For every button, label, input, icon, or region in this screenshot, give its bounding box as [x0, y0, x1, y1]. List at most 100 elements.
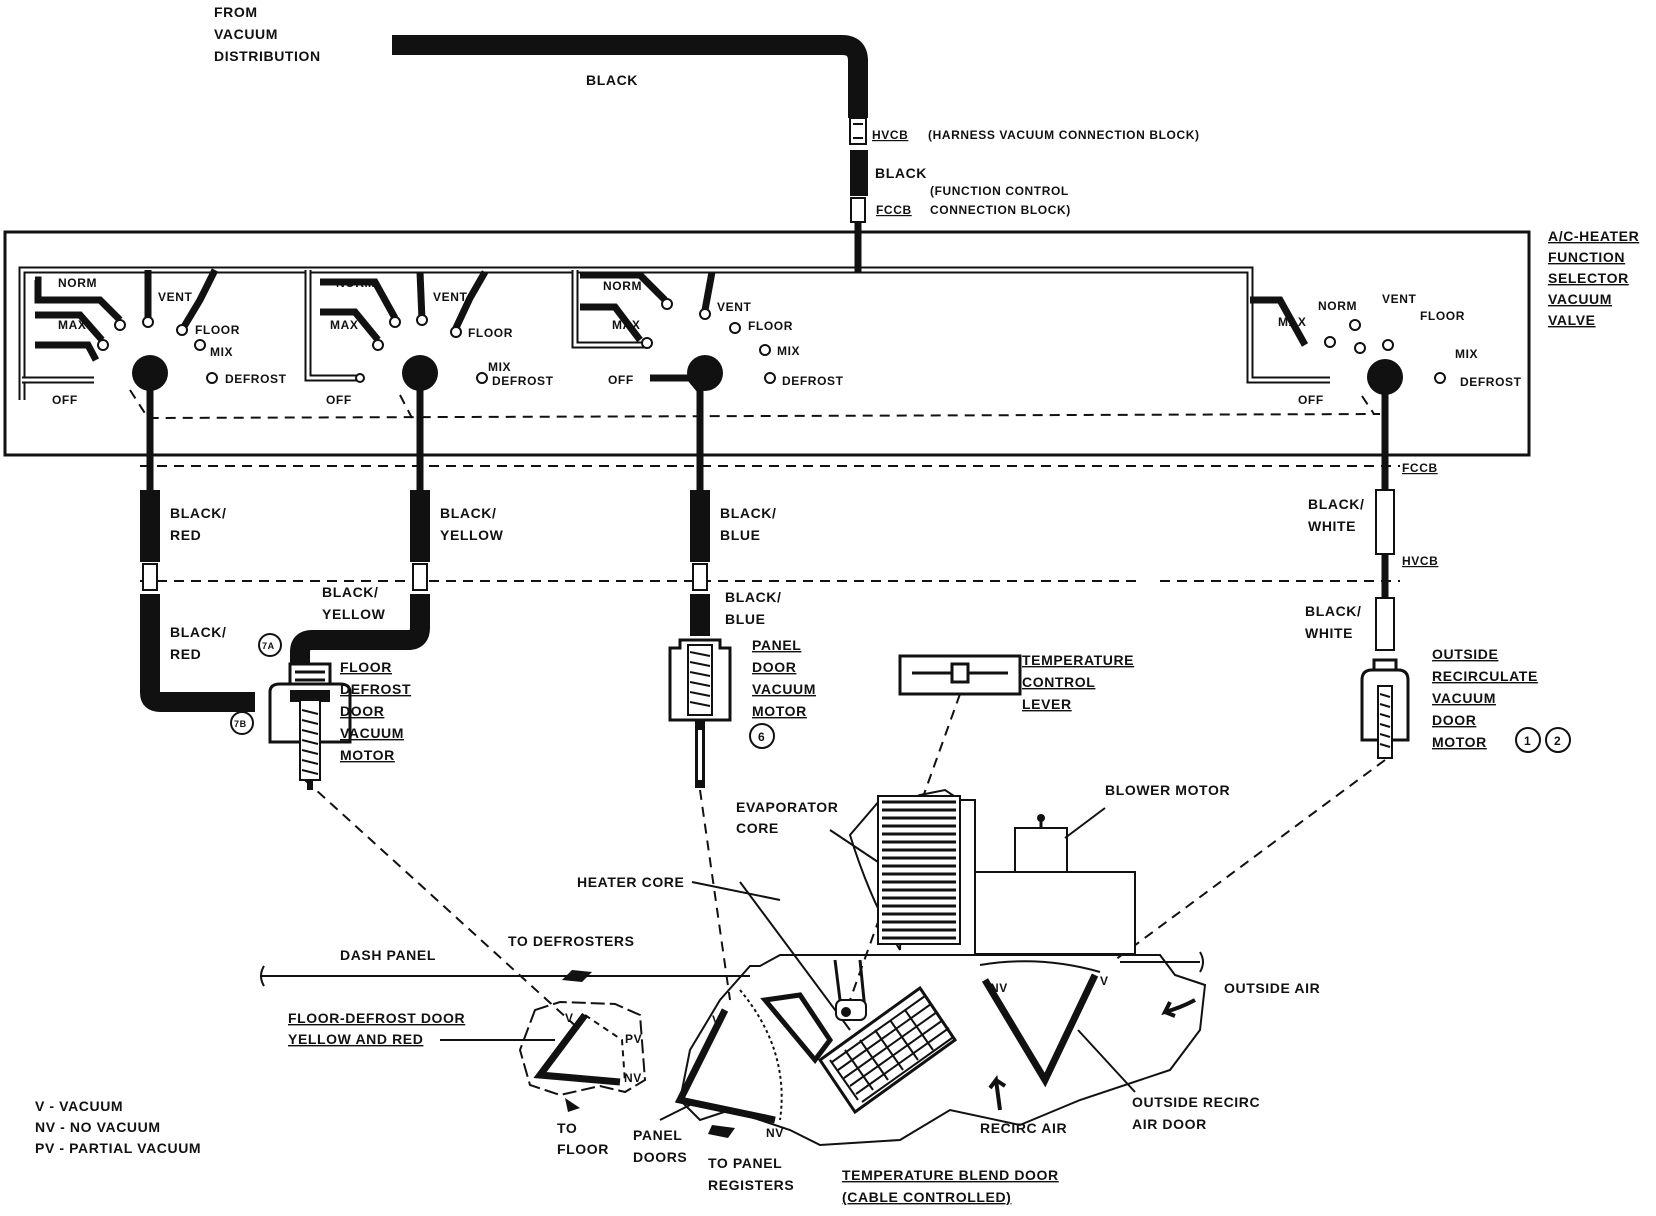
outside-air-arrow — [1161, 998, 1196, 1018]
main-hose-label: BLACK — [586, 72, 638, 88]
svg-text:CONTROL: CONTROL — [1022, 674, 1095, 690]
svg-text:BLACK/: BLACK/ — [170, 505, 226, 521]
svg-text:NV: NV — [990, 981, 1008, 995]
svg-text:BLACK/: BLACK/ — [1305, 603, 1361, 619]
hvcb-label: HVCB — [872, 128, 908, 142]
outside-door-linkage — [1114, 759, 1386, 961]
hvcb-description: (HARNESS VACUUM CONNECTION BLOCK) — [928, 128, 1200, 142]
black-yellow-hose — [290, 455, 430, 665]
fccb-connector — [850, 197, 866, 223]
svg-text:VACUUM: VACUUM — [752, 681, 816, 697]
port-7a-callout: 7A — [258, 633, 282, 657]
svg-text:VACUUM: VACUUM — [340, 725, 404, 741]
svg-text:TEMPERATURE BLEND DOOR: TEMPERATURE BLEND DOOR — [842, 1167, 1059, 1183]
to-floor-arrow — [565, 1098, 580, 1112]
svg-text:MIX: MIX — [210, 345, 233, 359]
svg-text:FLOOR: FLOOR — [1420, 309, 1465, 323]
floor-door-linkage — [304, 779, 581, 1031]
svg-text:(CABLE CONTROLLED): (CABLE CONTROLLED) — [842, 1189, 1011, 1205]
svg-text:TO: TO — [557, 1120, 577, 1136]
svg-text:YELLOW AND RED: YELLOW AND RED — [288, 1031, 423, 1047]
svg-text:BLUE: BLUE — [725, 611, 766, 627]
black-white-labels: BLACK/ WHITE BLACK/ WHITE FCCB HVCB — [1305, 461, 1438, 641]
heater-core — [817, 985, 958, 1115]
svg-text:MIX: MIX — [1455, 347, 1478, 361]
svg-text:V: V — [1100, 974, 1109, 988]
black-red-hose — [140, 455, 255, 712]
svg-text:VENT: VENT — [433, 290, 467, 304]
fccb-description-1: (FUNCTION CONTROL — [930, 184, 1069, 198]
svg-text:MOTOR: MOTOR — [1432, 734, 1487, 750]
svg-text:OFF: OFF — [326, 393, 352, 407]
dash-panel-label: DASH PANEL — [340, 947, 436, 963]
svg-text:DISTRIBUTION: DISTRIBUTION — [214, 48, 321, 64]
svg-text:DEFROST: DEFROST — [782, 374, 844, 388]
svg-text:7B: 7B — [234, 719, 247, 729]
selector-3: NORM VENT MAX FLOOR MIX DEFROST OFF — [580, 271, 844, 455]
selector-1: NORM VENT MAX FLOOR MIX DEFROST OFF — [34, 268, 286, 455]
temperature-blend-door — [760, 959, 867, 1065]
svg-text:VENT: VENT — [158, 290, 192, 304]
svg-text:FUNCTION: FUNCTION — [1548, 249, 1625, 265]
svg-text:BLACK/: BLACK/ — [170, 624, 226, 640]
svg-text:FLOOR: FLOOR — [748, 319, 793, 333]
to-panel-arrow — [708, 1125, 735, 1138]
svg-text:MIX: MIX — [777, 344, 800, 358]
panel-door-vacuum-motor — [668, 638, 732, 788]
outside-air-label: OUTSIDE AIR — [1224, 980, 1320, 996]
svg-text:PV - PARTIAL VACUUM: PV - PARTIAL VACUUM — [35, 1140, 201, 1156]
svg-text:PANEL: PANEL — [633, 1127, 682, 1143]
heater-core-label: HEATER CORE — [577, 874, 851, 1031]
svg-text:OUTSIDE RECIRC: OUTSIDE RECIRC — [1132, 1094, 1260, 1110]
dash-panel — [260, 951, 1204, 987]
svg-text:BLACK/: BLACK/ — [1308, 496, 1364, 512]
svg-text:OFF: OFF — [52, 393, 78, 407]
svg-text:DOOR: DOOR — [752, 659, 796, 675]
svg-text:MAX: MAX — [612, 318, 640, 332]
evaporator-core-label: EVAPORATOR CORE — [736, 799, 879, 863]
svg-text:NORM: NORM — [336, 276, 375, 290]
svg-text:VALVE: VALVE — [1548, 312, 1596, 328]
svg-text:SELECTOR: SELECTOR — [1548, 270, 1629, 286]
svg-text:FLOOR: FLOOR — [195, 323, 240, 337]
svg-text:VACUUM: VACUUM — [214, 26, 278, 42]
svg-text:2: 2 — [1554, 734, 1561, 748]
defroster-arrow — [562, 970, 592, 982]
svg-text:FROM: FROM — [214, 4, 258, 20]
selector-4: MAX NORM VENT FLOOR MIX DEFROST OFF — [1250, 292, 1521, 455]
svg-text:LEVER: LEVER — [1022, 696, 1072, 712]
legend: V - VACUUM NV - NO VACUUM PV - PARTIAL V… — [35, 1098, 201, 1156]
to-panel-registers-label: TO PANEL REGISTERS — [708, 1155, 794, 1193]
svg-text:HEATER CORE: HEATER CORE — [577, 874, 684, 890]
svg-text:BLUE: BLUE — [720, 527, 761, 543]
outside-recirc-ref-callouts: 1 2 — [1515, 727, 1571, 753]
black-hose-segment — [850, 150, 868, 196]
black-yellow-labels: BLACK/ YELLOW BLACK/ YELLOW — [322, 505, 504, 622]
svg-text:OFF: OFF — [1298, 393, 1324, 407]
svg-text:6: 6 — [758, 730, 765, 744]
outside-recirc-motor-label: OUTSIDE RECIRCULATE VACUUM DOOR MOTOR — [1432, 646, 1537, 750]
svg-text:DEFROST: DEFROST — [340, 681, 411, 697]
floor-defrost-vacuum-motor — [268, 662, 352, 790]
svg-text:DEFROST: DEFROST — [492, 374, 554, 388]
svg-text:YELLOW: YELLOW — [440, 527, 504, 543]
svg-text:FLOOR-DEFROST DOOR: FLOOR-DEFROST DOOR — [288, 1010, 465, 1026]
svg-text:FLOOR: FLOOR — [557, 1141, 609, 1157]
valve-supply-manifold — [18, 262, 1330, 400]
source-label: FROM VACUUM DISTRIBUTION — [214, 4, 321, 64]
black-white-hose — [1375, 455, 1395, 651]
svg-text:DOOR: DOOR — [340, 703, 384, 719]
svg-text:A/C-HEATER: A/C-HEATER — [1548, 228, 1639, 244]
svg-text:TO PANEL: TO PANEL — [708, 1155, 782, 1171]
blower-motor — [974, 807, 1136, 955]
svg-text:7A: 7A — [262, 641, 275, 651]
svg-text:RED: RED — [170, 646, 201, 662]
svg-text:FCCB: FCCB — [1402, 461, 1438, 475]
svg-text:MOTOR: MOTOR — [752, 703, 807, 719]
svg-text:BLACK/: BLACK/ — [720, 505, 776, 521]
svg-text:MAX: MAX — [1278, 315, 1306, 329]
svg-text:FLOOR: FLOOR — [340, 659, 392, 675]
selector-2: NORM VENT MAX FLOOR MIX DEFROST OFF — [320, 270, 554, 455]
main-black-hose — [392, 35, 868, 118]
